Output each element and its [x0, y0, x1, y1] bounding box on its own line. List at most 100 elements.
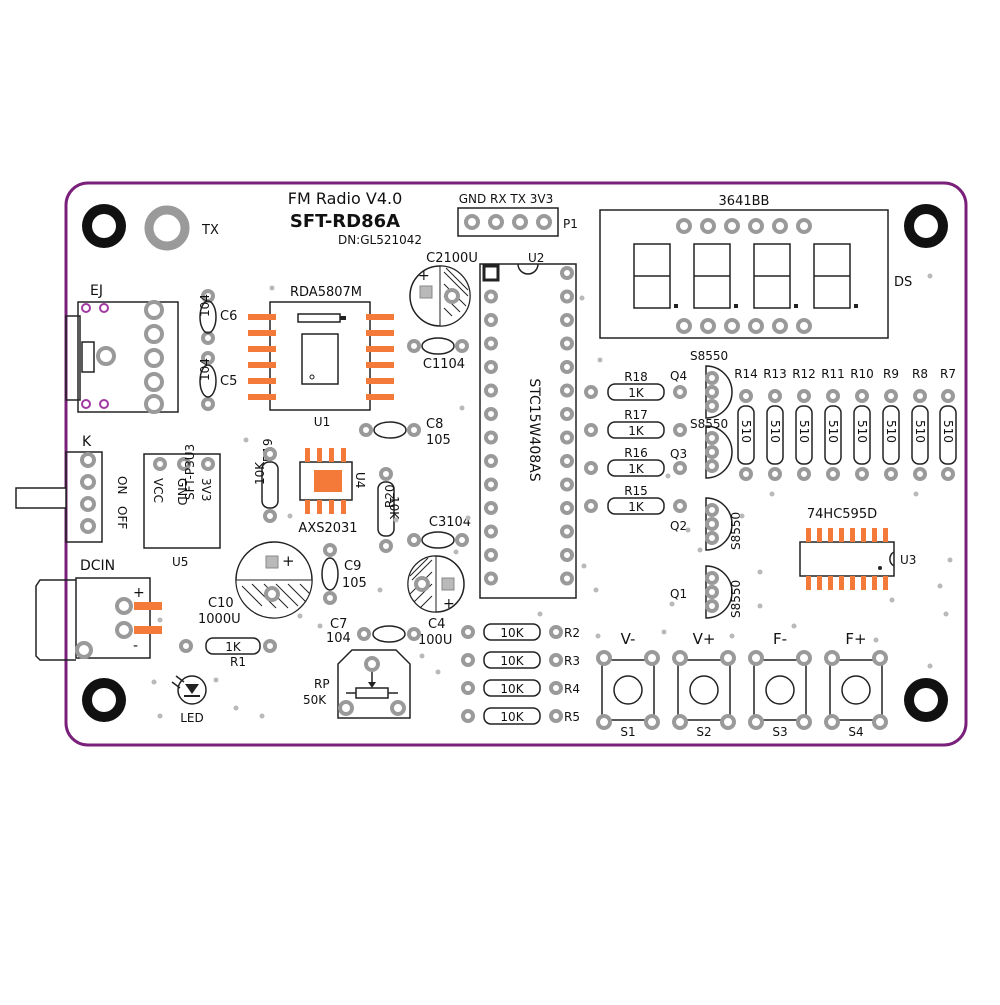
- button-group: V- S1 V+S2F-S3 F+ S4: [596, 630, 888, 739]
- resistor-value: 510: [739, 420, 753, 443]
- r1-value: 1K: [225, 640, 242, 654]
- capacitor-c10: +: [235, 541, 313, 619]
- button-s1[interactable]: V- S1: [596, 630, 660, 739]
- transistor-ref: Q2: [670, 519, 687, 533]
- mounting-hole-bottom-right: [904, 678, 948, 722]
- resistor-ref: R4: [564, 682, 580, 696]
- module-u5: [143, 453, 221, 549]
- digit: [813, 243, 858, 309]
- button-s3[interactable]: F-S3: [748, 630, 812, 739]
- button-name: V+: [693, 630, 716, 648]
- c9-label: C9: [344, 559, 361, 574]
- resistor-ref: R12: [792, 367, 816, 381]
- k-label: K: [82, 434, 92, 450]
- resistor-value: 1K: [628, 386, 645, 400]
- transistor-ref: Q3: [670, 447, 687, 461]
- resistor-value: 510: [826, 420, 840, 443]
- transistor-ref: Q4: [670, 369, 687, 383]
- resistor-value: 1K: [628, 424, 645, 438]
- button-name: V-: [621, 630, 636, 648]
- resistor-ref: R11: [821, 367, 845, 381]
- capacitor-c7: [357, 625, 421, 643]
- resistor-value: 10K: [500, 626, 524, 640]
- c6-label: C6: [220, 309, 237, 324]
- resistor-ref: R15: [624, 484, 648, 498]
- tx-label: TX: [201, 223, 219, 238]
- button-ref: S4: [848, 725, 863, 739]
- p1-label: P1: [563, 217, 578, 231]
- u4-label: U4: [353, 472, 367, 488]
- switch-off-label: OFF: [115, 506, 129, 529]
- board-title: FM Radio V4.0: [288, 189, 403, 208]
- resistor-ref: R5: [564, 710, 580, 724]
- headphone-jack-ej: [65, 300, 179, 414]
- ej-label: EJ: [90, 283, 103, 299]
- r1-label: R1: [230, 655, 246, 669]
- button-s4[interactable]: F+ S4: [824, 630, 888, 739]
- capacitor-c9: [321, 543, 339, 605]
- dc-jack-dcin: [35, 577, 162, 661]
- rp-value: 50K: [303, 693, 327, 707]
- u1-label: U1: [314, 415, 330, 429]
- resistor-value: 1K: [628, 462, 645, 476]
- u5-module-label: SFT-P3U3: [183, 444, 197, 500]
- ds-part-label: 3641BB: [719, 194, 770, 209]
- c1-label: C1104: [423, 357, 465, 372]
- resistor-ref: R8: [912, 367, 928, 381]
- u1-chip-label: RDA5807M: [290, 285, 362, 300]
- ic-u4-axs2031: [299, 448, 353, 514]
- resistor-ref: R10: [850, 367, 874, 381]
- resistor-value: 510: [913, 420, 927, 443]
- ic-u3-74hc595d: [799, 528, 895, 590]
- svg-text:+: +: [443, 596, 455, 612]
- resistor-r11: R11 510: [821, 367, 845, 481]
- c7-label: C7: [330, 617, 347, 632]
- p1-pin-labels: GND RX TX 3V3: [459, 192, 554, 206]
- resistor-value: 510: [941, 420, 955, 443]
- dcin-label: DCIN: [80, 558, 115, 574]
- u3-chip-label: 74HC595D: [807, 507, 877, 522]
- c3-label: C3104: [429, 515, 471, 530]
- button-ref: S1: [620, 725, 635, 739]
- u5-pin-gnd: GND: [175, 478, 189, 506]
- resistor-value: 510: [797, 420, 811, 443]
- capacitor-c6: [199, 289, 217, 345]
- p1-header-pins: [464, 214, 552, 230]
- c8-label: C8: [426, 417, 443, 432]
- digit: [693, 243, 738, 309]
- c5-value: 104: [198, 358, 212, 381]
- board-dn-code: DN:GL521042: [338, 233, 422, 247]
- u5-label: U5: [172, 555, 188, 569]
- button-s2[interactable]: V+S2: [672, 630, 736, 739]
- resistor-r12: R12 510: [792, 367, 816, 481]
- mounting-hole-top-right: [904, 204, 948, 248]
- ds-label: DS: [894, 275, 912, 290]
- potentiometer-rp: [337, 649, 411, 719]
- vias: [151, 273, 953, 719]
- button-name: F+: [845, 630, 866, 648]
- rp-label: RP: [314, 677, 330, 691]
- tx-test-pad: [144, 205, 190, 251]
- button-ref: S3: [772, 725, 787, 739]
- resistor-ref: R16: [624, 446, 648, 460]
- capacitor-c5: [199, 351, 217, 411]
- r20-label: R20: [383, 484, 397, 508]
- p1-header-outline: [457, 207, 559, 237]
- c10-value: 1000U: [198, 612, 241, 627]
- u5-pin-vcc: VCC: [151, 478, 165, 503]
